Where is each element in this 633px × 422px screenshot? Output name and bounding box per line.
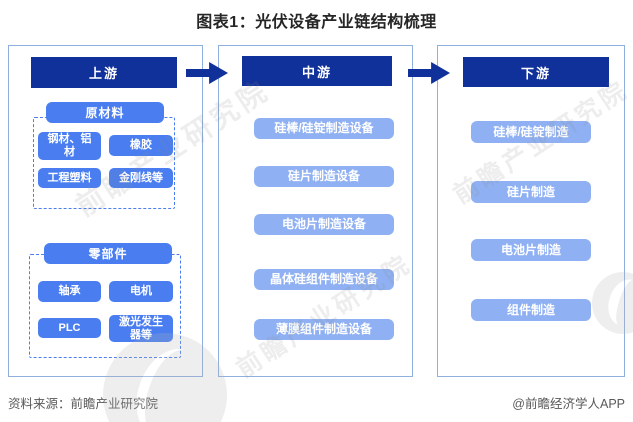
chip-rubber: 橡胶 [109, 135, 173, 156]
components-label: 零部件 [44, 243, 172, 264]
chip-steel-aluminum: 钢材、铝材 [38, 132, 101, 160]
chip-silicon-rod-ingot-equipment: 硅棒/硅锭制造设备 [254, 118, 394, 139]
chip-module-manufacturing: 组件制造 [471, 299, 591, 321]
chip-plc: PLC [38, 318, 101, 338]
chip-motor: 电机 [109, 281, 173, 302]
chip-wafer-manufacturing: 硅片制造 [471, 181, 591, 203]
chip-thin-film-module-equipment: 薄膜组件制造设备 [254, 319, 394, 340]
chip-engineering-plastics: 工程塑料 [38, 168, 101, 188]
raw-materials-group-box [33, 117, 175, 209]
chip-diamond-wire: 金刚线等 [109, 168, 173, 188]
chart-title: 图表1：光伏设备产业链结构梳理 [196, 14, 437, 31]
midstream-header: 中游 [242, 56, 392, 86]
chip-wafer-equipment: 硅片制造设备 [254, 166, 394, 187]
downstream-header: 下游 [463, 57, 609, 87]
chip-laser-generator: 激光发生器等 [109, 315, 173, 342]
chip-cell-manufacturing: 电池片制造 [471, 239, 591, 261]
chip-crystalline-module-equipment: 晶体硅组件制造设备 [254, 269, 394, 290]
components-group-box [29, 254, 181, 358]
downstream-panel: 下游 硅棒/硅锭制造 硅片制造 电池片制造 组件制造 [437, 45, 625, 377]
raw-materials-label: 原材料 [46, 102, 164, 123]
source-note: 资料来源：前瞻产业研究院 [8, 397, 159, 411]
brand-note: @前瞻经济学人APP [512, 397, 625, 411]
chip-bearing: 轴承 [38, 281, 101, 302]
chip-silicon-rod-ingot-manufacturing: 硅棒/硅锭制造 [471, 121, 591, 143]
chip-cell-equipment: 电池片制造设备 [254, 214, 394, 235]
upstream-header: 上游 [31, 57, 177, 88]
midstream-panel: 中游 硅棒/硅锭制造设备 硅片制造设备 电池片制造设备 晶体硅组件制造设备 薄膜… [218, 45, 413, 377]
upstream-panel: 上游 原材料 钢材、铝材 橡胶 工程塑料 金刚线等 零部件 轴承 电机 PLC … [8, 45, 203, 377]
